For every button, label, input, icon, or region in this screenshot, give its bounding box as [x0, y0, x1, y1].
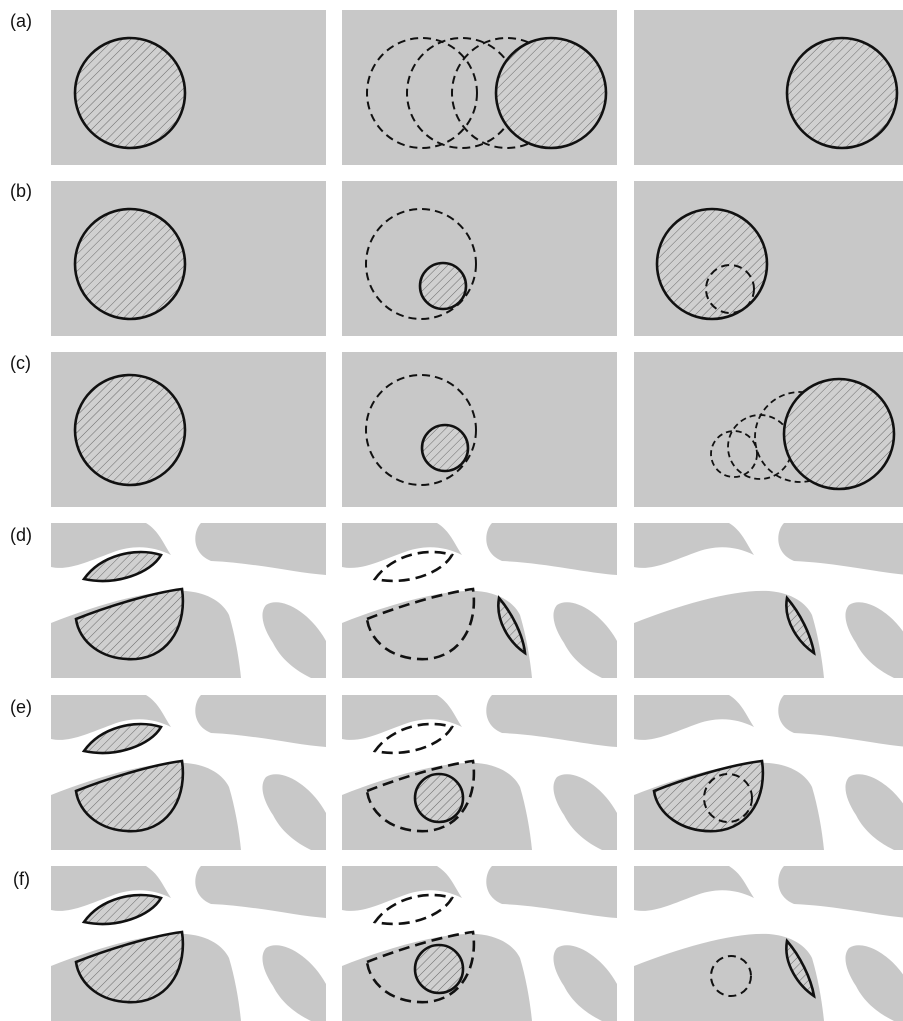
- panel-a-1: [51, 10, 326, 165]
- region-solid: [415, 945, 463, 993]
- region-solid: [787, 38, 897, 148]
- panel-d-1: [51, 523, 326, 678]
- region-solid: [422, 425, 468, 471]
- panel-b-2: [342, 181, 617, 336]
- panel-a-3: [634, 10, 903, 165]
- row-label-a: (a): [10, 11, 32, 31]
- panel-a-2: [342, 10, 617, 165]
- panel-d-3: [634, 523, 903, 678]
- panel-e-2: [342, 695, 617, 850]
- panel-c-2: [342, 352, 617, 507]
- region-solid: [415, 774, 463, 822]
- panel-d-2: [342, 523, 617, 678]
- panel-e-1: [51, 695, 326, 850]
- row-label-d: (d): [10, 525, 32, 545]
- panel-c-1: [51, 352, 326, 507]
- region-solid: [784, 379, 894, 489]
- region-solid: [75, 38, 185, 148]
- row-label-c: (c): [10, 353, 31, 373]
- region-solid: [496, 38, 606, 148]
- row-label-b: (b): [10, 181, 32, 201]
- panel-e-3: [634, 695, 903, 850]
- region-solid: [75, 375, 185, 485]
- panel-f-1: [51, 866, 326, 1021]
- panel-c-3: [634, 352, 903, 507]
- panel-f-2: [342, 866, 617, 1021]
- region-solid: [420, 263, 466, 309]
- panel-b-3: [634, 181, 903, 336]
- panel-f-3: [634, 866, 903, 1021]
- region-solid: [75, 209, 185, 319]
- row-label-e: (e): [10, 697, 32, 717]
- row-label-f: (f): [13, 869, 30, 889]
- panel-b-1: [51, 181, 326, 336]
